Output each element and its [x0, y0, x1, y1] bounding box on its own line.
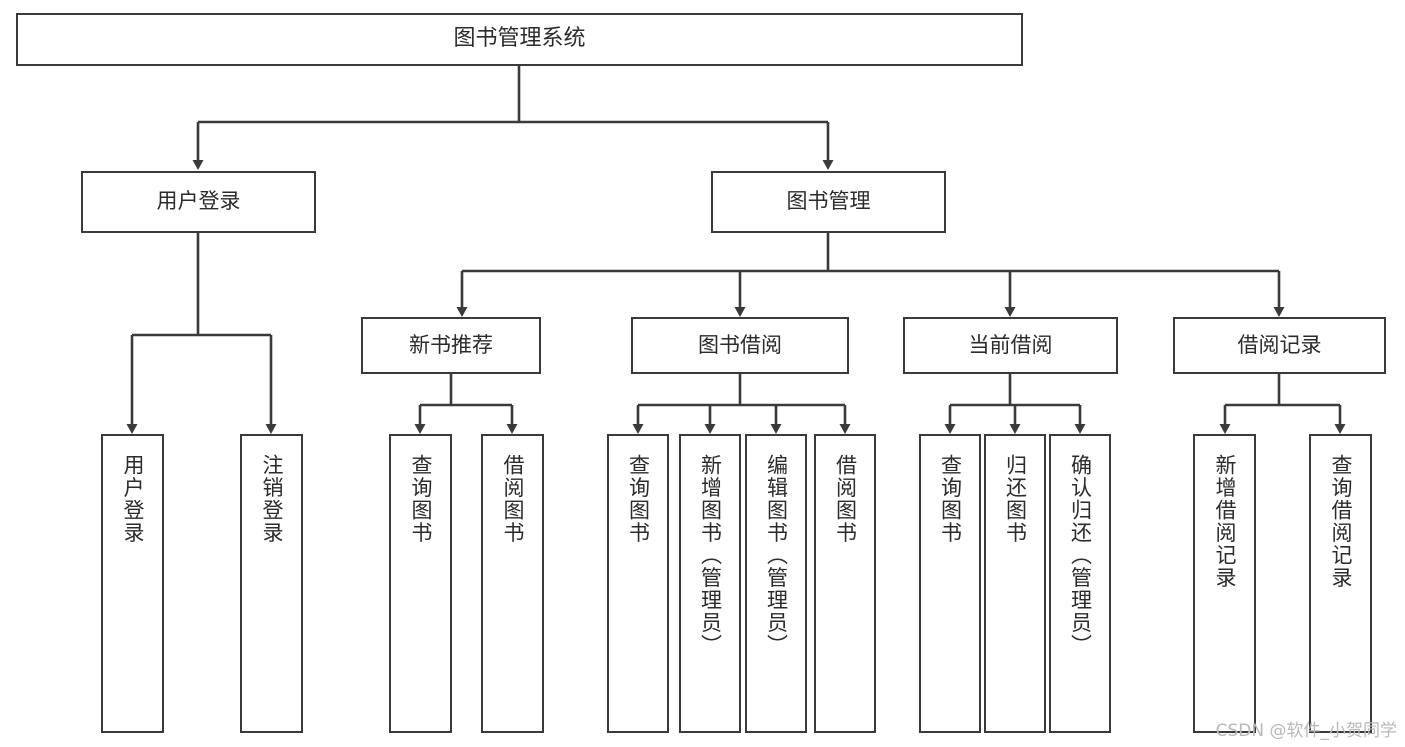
- node-label: 注销登录: [260, 454, 284, 544]
- leaf-edit-book-admin[interactable]: 编辑图书（管理员）: [745, 434, 807, 733]
- node-label: 用户登录: [156, 189, 241, 214]
- leaf-confirm-return-admin[interactable]: 确认归还（管理员）: [1049, 434, 1111, 733]
- leaf-logout-login[interactable]: 注销登录: [240, 434, 303, 733]
- leaf-query-book-borrow[interactable]: 查询图书: [607, 434, 669, 733]
- leaf-add-book-admin[interactable]: 新增图书（管理员）: [679, 434, 741, 733]
- node-label: 查询图书: [938, 454, 963, 544]
- node-current-borrow[interactable]: 当前借阅: [903, 317, 1118, 374]
- node-label: 编辑图书（管理员）: [764, 454, 789, 657]
- leaf-user-login[interactable]: 用户登录: [101, 434, 164, 733]
- node-new-book-recommend[interactable]: 新书推荐: [361, 317, 541, 374]
- node-label: 查询图书: [409, 454, 433, 544]
- node-book-borrow[interactable]: 图书借阅: [631, 317, 849, 374]
- node-label: 确认归还（管理员）: [1068, 454, 1093, 657]
- node-label: 图书借阅: [698, 332, 782, 357]
- node-label: 新书推荐: [409, 332, 493, 357]
- node-label: 查询借阅记录: [1329, 454, 1353, 589]
- node-user-login[interactable]: 用户登录: [81, 171, 316, 233]
- node-label: 用户登录: [121, 454, 145, 544]
- leaf-borrow-book-new-rec[interactable]: 借阅图书: [481, 434, 544, 733]
- node-root-book-management-system[interactable]: 图书管理系统: [16, 13, 1023, 66]
- node-label: 图书管理系统: [453, 26, 586, 52]
- leaf-return-book[interactable]: 归还图书: [984, 434, 1046, 733]
- node-label: 当前借阅: [968, 332, 1053, 357]
- node-label: 查询图书: [626, 454, 651, 544]
- node-book-manage[interactable]: 图书管理: [711, 171, 946, 233]
- node-label: 归还图书: [1003, 454, 1028, 544]
- node-label: 借阅图书: [501, 454, 525, 544]
- leaf-query-book-current[interactable]: 查询图书: [919, 434, 981, 733]
- csdn-watermark: CSDN @软件_小贺同学: [1215, 721, 1397, 741]
- leaf-add-borrow-record[interactable]: 新增借阅记录: [1193, 434, 1256, 733]
- node-label: 新增借阅记录: [1213, 454, 1237, 589]
- node-label: 借阅图书: [833, 454, 858, 544]
- node-label: 图书管理: [786, 189, 871, 214]
- node-label: 新增图书（管理员）: [698, 454, 723, 657]
- node-borrow-record[interactable]: 借阅记录: [1173, 317, 1386, 374]
- leaf-query-book-new-rec[interactable]: 查询图书: [389, 434, 452, 733]
- node-label: 借阅记录: [1237, 332, 1322, 357]
- leaf-borrow-book-borrow[interactable]: 借阅图书: [814, 434, 876, 733]
- leaf-query-borrow-record[interactable]: 查询借阅记录: [1309, 434, 1372, 733]
